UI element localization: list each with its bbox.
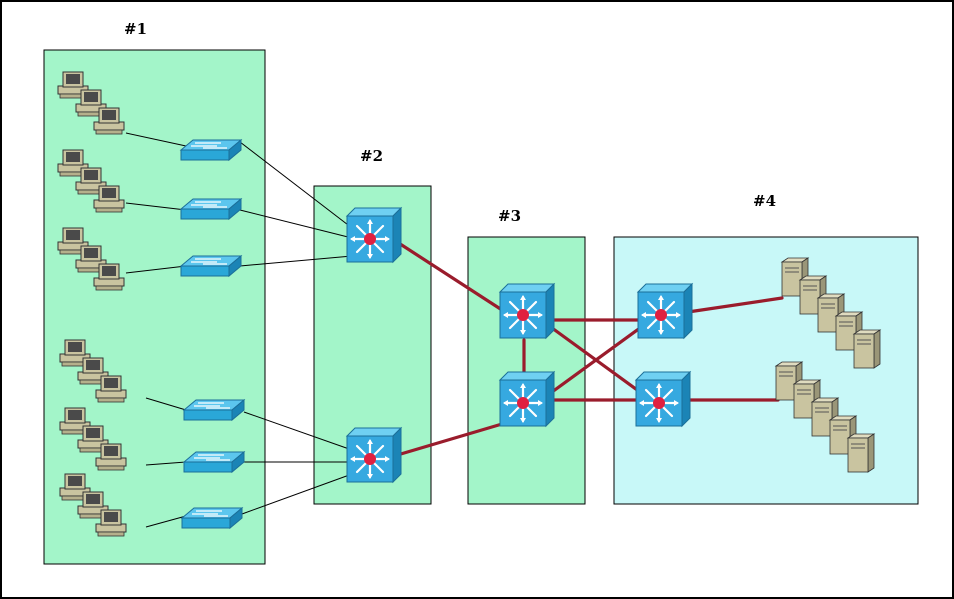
zone-2-label: #2 [360,147,383,165]
workgroup-switch-icon [180,198,242,220]
layer3-switch-icon [498,370,556,428]
layer3-switch-icon [498,282,556,340]
zone-1-label: #1 [124,20,147,38]
workgroup-switch-icon [181,507,243,529]
workstation-icon [95,375,127,403]
workgroup-switch-icon [183,399,245,421]
backbone-links [392,238,784,458]
workstation-icon [95,443,127,471]
layer3-switch-icon [634,370,692,428]
zone-3-box [467,236,586,505]
workstation-icon [93,185,125,213]
workstation-icon [95,509,127,537]
layer3-switch-icon [345,206,403,264]
workgroup-switch-icon [180,255,242,277]
layer3-switch-icon [636,282,694,340]
zone-4-label: #4 [753,192,776,210]
zone-3-label: #3 [498,207,521,225]
workstation-icon [93,107,125,135]
switch-to-distribution-links [239,141,353,515]
workgroup-switch-icon [183,451,245,473]
pc-to-switch-links [125,132,187,528]
server-icon [847,433,875,473]
workstation-icon [93,263,125,291]
workgroup-switch-icon [180,139,242,161]
server-icon [853,329,881,369]
layer3-switch-icon [345,426,403,484]
